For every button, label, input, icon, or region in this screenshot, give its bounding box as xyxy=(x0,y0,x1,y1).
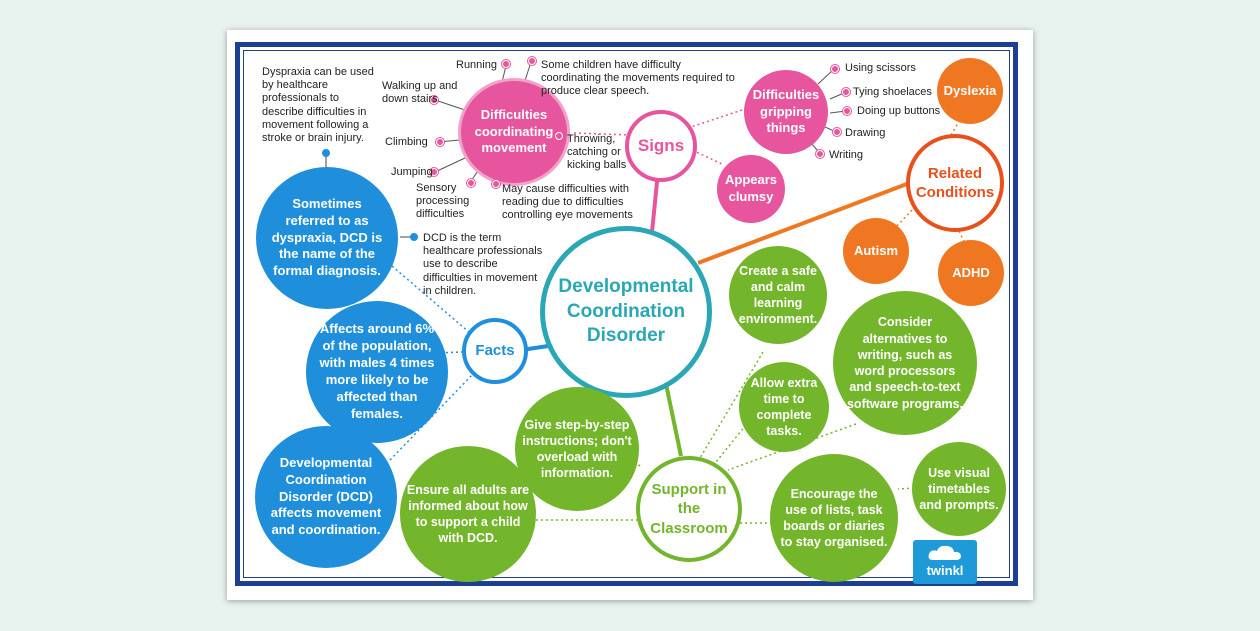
pink-dot xyxy=(430,168,438,176)
dcd-affects-bubble: Developmental Coordination Disorder (DCD… xyxy=(255,426,397,568)
safe-environment-label: Create a safe and calm learning environm… xyxy=(738,263,818,327)
drawing-text: Drawing xyxy=(845,127,886,139)
encourage-lists-bubble: Encourage the use of lists, task boards … xyxy=(770,454,898,582)
pink-dot xyxy=(502,60,510,68)
difficulties-coordinating-label: Difficulties coordinating movement xyxy=(474,106,554,156)
difficulties-gripping-label: Difficulties gripping things xyxy=(752,86,820,136)
facts-label: Facts xyxy=(475,342,515,360)
scissors-text: Using scissors xyxy=(845,62,916,74)
dyslexia-bubble: Dyslexia xyxy=(937,58,1003,124)
affects-6-bubble: Affects around 6% of the population, wit… xyxy=(306,301,448,443)
dyslexia-label: Dyslexia xyxy=(943,82,997,98)
safe-environment-bubble: Create a safe and calm learning environm… xyxy=(729,246,827,344)
blue-dot xyxy=(410,233,418,241)
pink-dot xyxy=(555,132,563,140)
running-text: Running xyxy=(456,59,497,71)
buttons-text: Doing up buttons xyxy=(857,105,941,117)
visual-timetables-label: Use visual timetables and prompts. xyxy=(919,465,999,513)
autism-label: Autism xyxy=(853,242,899,258)
center-title: Developmental Coordination Disorder xyxy=(558,275,694,347)
alternatives-bubble: Consider alternatives to writing, such a… xyxy=(833,291,977,435)
related-conditions-label: Related Conditions xyxy=(915,164,995,202)
pink-dot xyxy=(816,150,824,158)
encourage-lists-label: Encourage the use of lists, task boards … xyxy=(780,486,888,550)
poster-frame xyxy=(235,42,1018,586)
support-label: Support in the Classroom xyxy=(650,480,728,537)
adhd-label: ADHD xyxy=(952,264,990,280)
center-topic: Developmental Coordination Disorder xyxy=(540,226,712,398)
autism-bubble: Autism xyxy=(843,218,909,284)
alternatives-label: Consider alternatives to writing, such a… xyxy=(846,315,963,411)
related-conditions-node: Related Conditions xyxy=(906,134,1004,232)
pink-dot xyxy=(492,180,500,188)
dcd-affects-label: Developmental Coordination Disorder (DCD… xyxy=(270,454,382,538)
writing-text: Writing xyxy=(829,149,864,161)
sometimes-label: Sometimes referred to as dyspraxia, DCD … xyxy=(271,195,383,279)
appears-clumsy-label: Appears clumsy xyxy=(724,172,778,204)
reading-text: May cause difficulties with reading due … xyxy=(502,183,633,222)
signs-node: Signs xyxy=(625,110,697,182)
ensure-adults-label: Ensure all adults are informed about how… xyxy=(406,482,530,546)
appears-clumsy-bubble: Appears clumsy xyxy=(717,155,785,223)
pink-dot xyxy=(831,65,839,73)
poster-inner-frame xyxy=(243,50,1010,578)
signs-label: Signs xyxy=(637,135,685,155)
pink-dot xyxy=(843,107,851,115)
extra-time-bubble: Allow extra time to complete tasks. xyxy=(739,362,829,452)
pink-dot xyxy=(467,179,475,187)
difficulties-gripping-bubble: Difficulties gripping things xyxy=(744,70,828,154)
cloud-icon xyxy=(928,545,961,560)
facts-node: Facts xyxy=(462,318,528,384)
pink-dot xyxy=(528,57,536,65)
affects-6-label: Affects around 6% of the population, wit… xyxy=(319,321,435,421)
speech-text: Some children have difficulty coordinati… xyxy=(541,59,735,98)
climbing-text: Climbing xyxy=(385,136,428,148)
sometimes-bubble: Sometimes referred to as dyspraxia, DCD … xyxy=(256,167,398,309)
dcd-term-text: DCD is the term healthcare professionals… xyxy=(423,232,543,297)
extra-time-label: Allow extra time to complete tasks. xyxy=(750,375,818,439)
logo-text: twinkl xyxy=(926,563,964,578)
blue-dot xyxy=(322,149,330,157)
visual-timetables-bubble: Use visual timetables and prompts. xyxy=(912,442,1006,536)
pink-dot xyxy=(833,128,841,136)
support-node: Support in the Classroom xyxy=(636,456,742,562)
difficulties-coordinating-bubble: Difficulties coordinating movement xyxy=(458,78,570,186)
pink-dot xyxy=(436,138,444,146)
ensure-adults-bubble: Ensure all adults are informed about how… xyxy=(400,446,536,582)
adhd-bubble: ADHD xyxy=(938,240,1004,306)
walking-stairs-text: Walking up and down stairs xyxy=(382,80,458,106)
twinkl-logo: twinkl xyxy=(913,540,977,584)
sensory-text: Sensory processing difficulties xyxy=(416,182,470,221)
pink-dot xyxy=(430,96,438,104)
step-by-step-label: Give step-by-step instructions; don't ov… xyxy=(522,417,632,481)
pink-dot xyxy=(842,88,850,96)
jumping-text: Jumping xyxy=(391,166,433,178)
step-by-step-bubble: Give step-by-step instructions; don't ov… xyxy=(515,387,639,511)
shoelaces-text: Tying shoelaces xyxy=(853,86,932,98)
throwing-text: Throwing, catching or kicking balls xyxy=(567,133,627,172)
dyspraxia-note: Dyspraxia can be used by healthcare prof… xyxy=(262,66,374,144)
